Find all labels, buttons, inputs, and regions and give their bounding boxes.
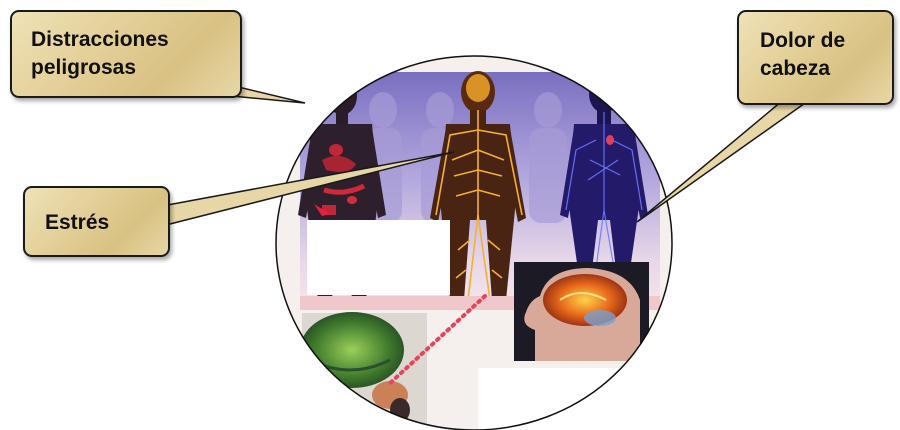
blank-panel [307,220,450,295]
callout-label: Estrés [45,209,109,237]
callout-label-line2: cabeza [760,57,830,80]
pointer-dolor [637,101,808,222]
callout-label-line1: Estrés [45,211,109,234]
head-with-brain [514,262,649,361]
callout-label: Dolor de cabeza [760,27,845,83]
callout-label-line1: Distracciones [31,28,169,51]
callout-label-line2: peligrosas [31,56,136,79]
callout-estres: Estrés [23,186,170,257]
callout-label-line1: Dolor de [760,29,845,52]
callout-label: Distracciones peligrosas [31,26,169,82]
brain-side-view [300,312,427,430]
callout-dolor-de-cabeza: Dolor de cabeza [737,10,894,105]
callout-distracciones-peligrosas: Distracciones peligrosas [10,10,242,98]
